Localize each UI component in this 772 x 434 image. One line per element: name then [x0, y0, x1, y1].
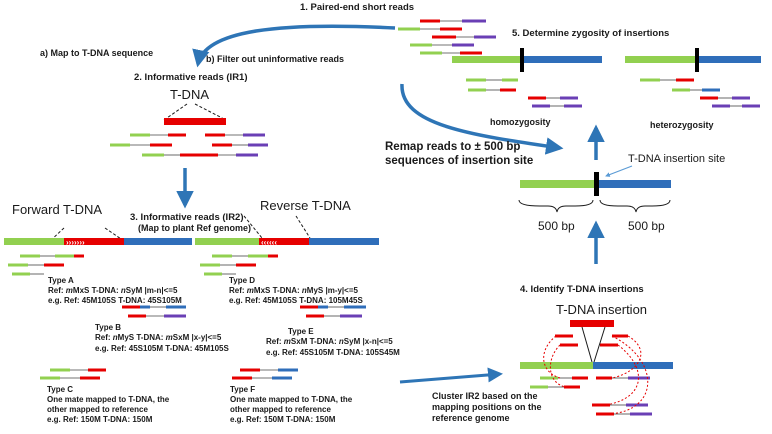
type-c-line2: other mapped to reference	[47, 405, 148, 414]
tdna-insertion-bar	[570, 320, 614, 327]
svg-text:›››››››: ›››››››	[66, 238, 85, 247]
step2-label: 2. Informative reads (IR1)	[134, 72, 248, 83]
type-f-line2: other mapped to reference	[230, 405, 331, 414]
heterozygosity-reads	[640, 78, 760, 108]
arrow-step1-to-step2	[192, 24, 396, 68]
ir1-reads	[110, 133, 268, 157]
type-c-title: Type C	[47, 385, 73, 394]
homozygosity-label: homozygosity	[490, 117, 551, 127]
type-f-title: Type F	[230, 385, 255, 394]
reverse-tdna-label: Reverse T-DNA	[260, 198, 351, 213]
tdna-insertion-label: T-DNA insertion	[556, 302, 647, 317]
type-d-block: Type D Ref: mMxS T-DNA: nMyS |m-y|<=5 e.…	[229, 276, 363, 305]
type-e-reads	[300, 305, 366, 318]
type-d-example: e.g. Ref: 45M105S T-DNA: 105M45S	[229, 296, 363, 305]
type-f-reads	[232, 368, 298, 380]
brace-left	[518, 199, 594, 213]
homozygosity-genome	[452, 48, 602, 72]
tdna-bar	[164, 118, 226, 125]
step1a-label: a) Map to T-DNA sequence	[40, 48, 153, 58]
homozygosity-reads	[466, 78, 582, 108]
bp-left-label: 500 bp	[538, 219, 575, 233]
type-f-block: Type F One mate mapped to T-DNA, the oth…	[230, 385, 353, 424]
type-e-example: e.g. Ref: 45S105M T-DNA: 105S45M	[266, 348, 400, 357]
remap-line2: sequences of insertion site	[385, 155, 533, 167]
insertion-site-genome	[520, 172, 671, 196]
cluster-line1: Cluster IR2 based on the	[432, 391, 538, 401]
type-f-line1: One mate mapped to T-DNA, the	[230, 395, 353, 404]
forward-reads	[8, 254, 84, 276]
tdna-dash-right	[194, 103, 227, 121]
type-d-rule: Ref: mMxS T-DNA: nMyS |m-y|<=5	[229, 286, 359, 295]
type-c-line1: One mate mapped to T-DNA, the	[47, 395, 170, 404]
type-d-title: Type D	[229, 276, 255, 285]
tdna-label: T-DNA	[170, 87, 209, 102]
reverse-tdna-genome: ‹‹‹‹‹‹	[195, 215, 379, 247]
tdna-dash-left	[163, 103, 188, 121]
insertion-cluster-dashed-links	[543, 335, 649, 415]
type-b-block: Type B Ref: nMyS T-DNA: mSxM |x-y|<=5 e.…	[95, 323, 229, 353]
forward-tdna-genome: ›››››››	[4, 227, 192, 247]
insertion-genome	[520, 362, 673, 369]
type-a-rule: Ref: mMxS T-DNA: nSyM |m-n|<=5	[48, 286, 178, 295]
type-b-example: e.g. Ref: 45S105M T-DNA: 45M105S	[95, 344, 229, 353]
step3-label-line1: 3. Informative reads (IR2)	[130, 212, 244, 223]
step1-label: 1. Paired-end short reads	[300, 2, 414, 13]
cluster-line3: reference genome	[432, 413, 510, 423]
arrow-cluster	[399, 367, 503, 384]
step3-label-line2: (Map to plant Ref genome)	[138, 223, 251, 233]
type-c-block: Type C One mate mapped to T-DNA, the oth…	[47, 385, 170, 424]
paired-end-reads	[398, 19, 496, 55]
svg-text:‹‹‹‹‹‹: ‹‹‹‹‹‹	[261, 238, 277, 247]
type-b-title: Type B	[95, 323, 121, 332]
type-a-block: Type A Ref: mMxS T-DNA: nSyM |m-n|<=5 e.…	[48, 276, 182, 305]
heterozygosity-genome	[625, 48, 761, 72]
remap-line1: Remap reads to ± 500 bp	[385, 141, 520, 153]
type-b-rule: Ref: nMyS T-DNA: mSxM |x-y|<=5	[95, 333, 222, 342]
cluster-line2: mapping positions on the	[432, 402, 542, 412]
insertion-tdna-reads	[555, 334, 628, 347]
step5-label: 5. Determine zygosity of insertions	[512, 28, 669, 39]
type-c-reads	[40, 368, 106, 380]
step1b-label: b) Filter out uninformative reads	[206, 54, 344, 64]
reverse-reads	[200, 254, 278, 276]
type-a-title: Type A	[48, 276, 74, 285]
type-a-example: e.g. Ref: 45M105S T-DNA: 45S105M	[48, 296, 182, 305]
arrow-remap	[400, 83, 564, 155]
bp-right-label: 500 bp	[628, 219, 665, 233]
insertion-dash-left	[581, 326, 593, 363]
tdna-insertion-site-label: T-DNA insertion site	[628, 153, 725, 165]
step4-label: 4. Identify T-DNA insertions	[520, 284, 644, 295]
type-c-example: e.g. Ref: 150M T-DNA: 150M	[47, 415, 153, 424]
type-e-block: Type E Ref: mSxM T-DNA: nSyM |x-n|<=5 e.…	[266, 327, 400, 357]
heterozygosity-label: heterozygosity	[650, 120, 714, 130]
type-b-reads	[122, 305, 186, 318]
insertion-dash-right	[593, 326, 606, 363]
type-e-title: Type E	[288, 327, 314, 336]
insertion-site-pointer	[605, 165, 633, 177]
insertion-cluster-reads	[530, 376, 652, 416]
brace-right	[599, 199, 671, 213]
type-e-rule: Ref: mSxM T-DNA: nSyM |x-n|<=5	[266, 337, 393, 346]
type-f-example: e.g. Ref: 150M T-DNA: 150M	[230, 415, 336, 424]
forward-tdna-label: Forward T-DNA	[12, 202, 102, 217]
